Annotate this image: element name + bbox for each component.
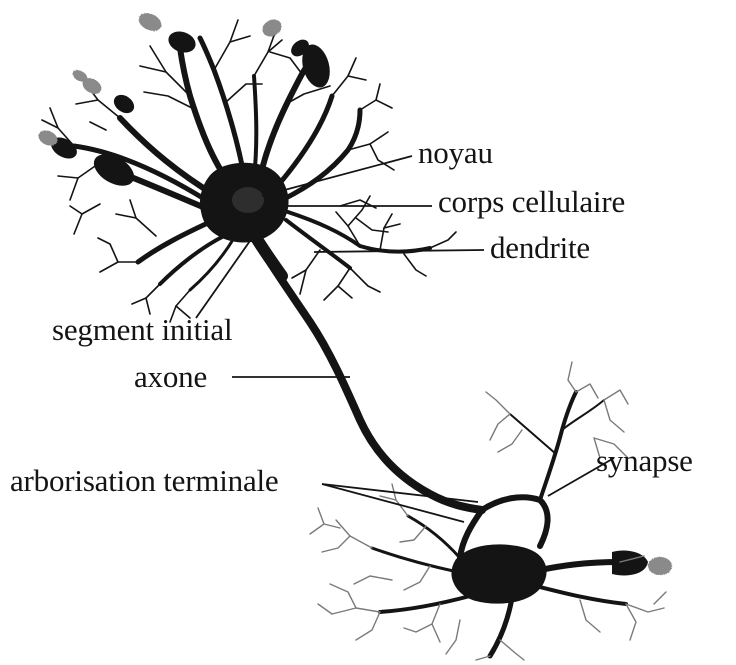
nucleus	[232, 187, 264, 213]
leader-dendrite	[314, 250, 484, 252]
target-fine-branches	[310, 362, 666, 660]
main-neuron	[36, 10, 482, 510]
label-arborisation-terminale: arborisation terminale	[10, 465, 278, 496]
label-dendrite: dendrite	[490, 232, 590, 263]
label-synapse: synapse	[596, 445, 693, 476]
target-cell-body	[452, 545, 546, 603]
target-terminal-bulb	[612, 550, 648, 575]
label-corps-cellulaire: corps cellulaire	[438, 186, 625, 217]
target-faded-tip	[648, 557, 672, 575]
dendrite-faded-tips	[36, 10, 285, 149]
label-axone: axone	[134, 361, 207, 392]
terminal-arborisation	[482, 497, 548, 546]
label-segment-initial: segment initial	[52, 314, 232, 345]
target-dendrites	[372, 392, 626, 656]
target-neuron	[310, 362, 672, 660]
label-noyau: noyau	[418, 137, 493, 168]
leader-arborisation-1	[322, 484, 478, 502]
